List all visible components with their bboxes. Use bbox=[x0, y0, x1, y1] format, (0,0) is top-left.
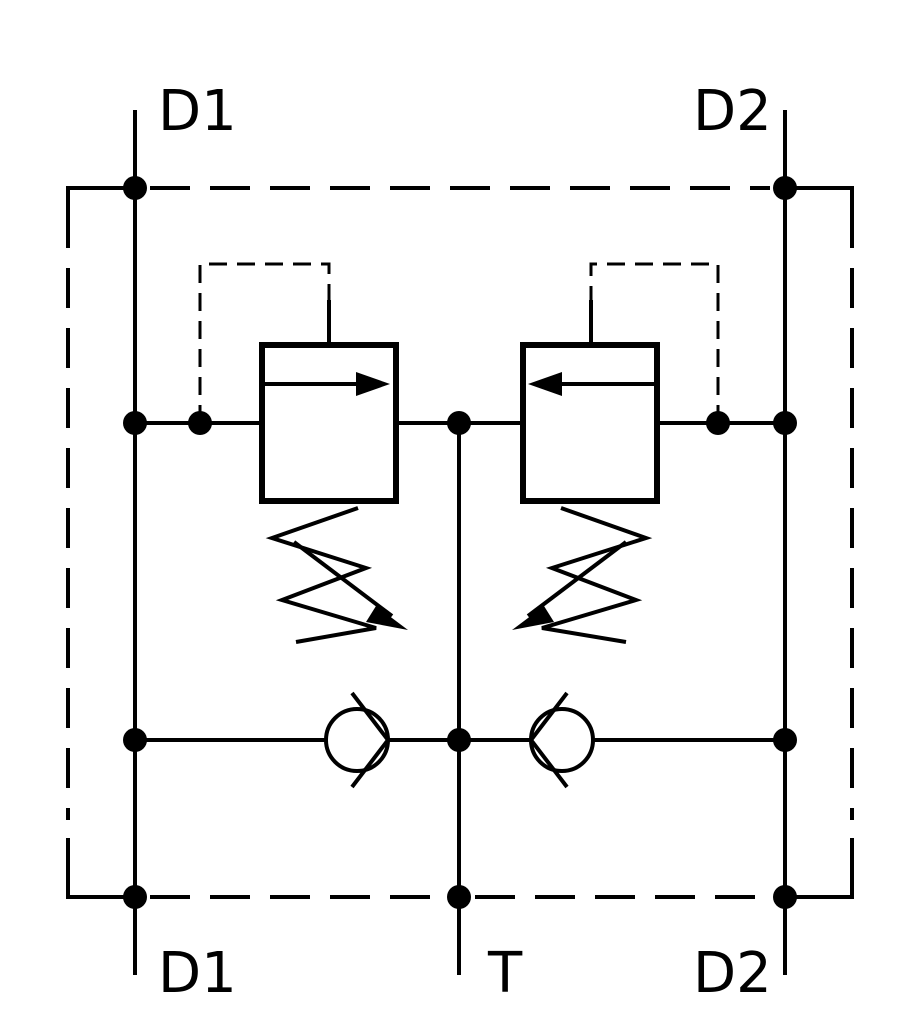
pilot-lines bbox=[198, 262, 720, 423]
port-label-t: T bbox=[487, 941, 523, 1006]
relief-valve-left-body bbox=[259, 342, 399, 504]
valve-block-enclosure bbox=[66, 186, 854, 899]
junction-dot bbox=[773, 728, 797, 752]
relief-valve-right bbox=[512, 342, 660, 644]
adjustable-arrow-left-shaft bbox=[292, 540, 394, 618]
enclosure-corner-bottom-left bbox=[66, 838, 135, 899]
junction-dot bbox=[773, 885, 797, 909]
arrow-left-icon bbox=[528, 372, 562, 396]
junction-dot bbox=[773, 411, 797, 435]
junction-dot bbox=[123, 411, 147, 435]
spring-icon bbox=[265, 506, 377, 644]
check-ball-icon bbox=[324, 707, 390, 773]
check-valve-right bbox=[528, 691, 595, 789]
arrow-right-icon bbox=[356, 372, 390, 396]
junction-dot bbox=[706, 411, 730, 435]
spring-icon bbox=[541, 506, 653, 644]
junction-dot bbox=[447, 885, 471, 909]
arrow-diagonal-icon bbox=[366, 606, 408, 630]
junction-dot bbox=[447, 728, 471, 752]
check-ball-icon bbox=[529, 707, 595, 773]
enclosure-corner-top-left bbox=[66, 186, 135, 248]
enclosure-corner-bottom-right bbox=[785, 838, 854, 899]
check-seat-icon bbox=[528, 691, 569, 789]
junction-dot bbox=[773, 176, 797, 200]
junction-dot bbox=[188, 411, 212, 435]
relief-valve-left bbox=[259, 342, 408, 644]
port-label-d2-bottom: D2 bbox=[693, 941, 772, 1006]
port-label-d1-top: D1 bbox=[158, 79, 237, 144]
enclosure-corner-top-right bbox=[785, 186, 854, 248]
relief-valve-right-body bbox=[520, 342, 660, 504]
check-valve-left bbox=[324, 691, 391, 789]
flow-lines bbox=[133, 110, 787, 975]
junction-dot bbox=[123, 728, 147, 752]
port-label-d1-bottom: D1 bbox=[158, 941, 237, 1006]
adjustable-arrow-right-shaft bbox=[526, 540, 628, 618]
arrow-diagonal-icon bbox=[512, 606, 554, 630]
port-label-d2-top: D2 bbox=[693, 79, 772, 144]
check-seat-icon bbox=[350, 691, 391, 789]
junctions bbox=[123, 176, 797, 909]
junction-dot bbox=[123, 176, 147, 200]
junction-dot bbox=[123, 885, 147, 909]
junction-dot bbox=[447, 411, 471, 435]
